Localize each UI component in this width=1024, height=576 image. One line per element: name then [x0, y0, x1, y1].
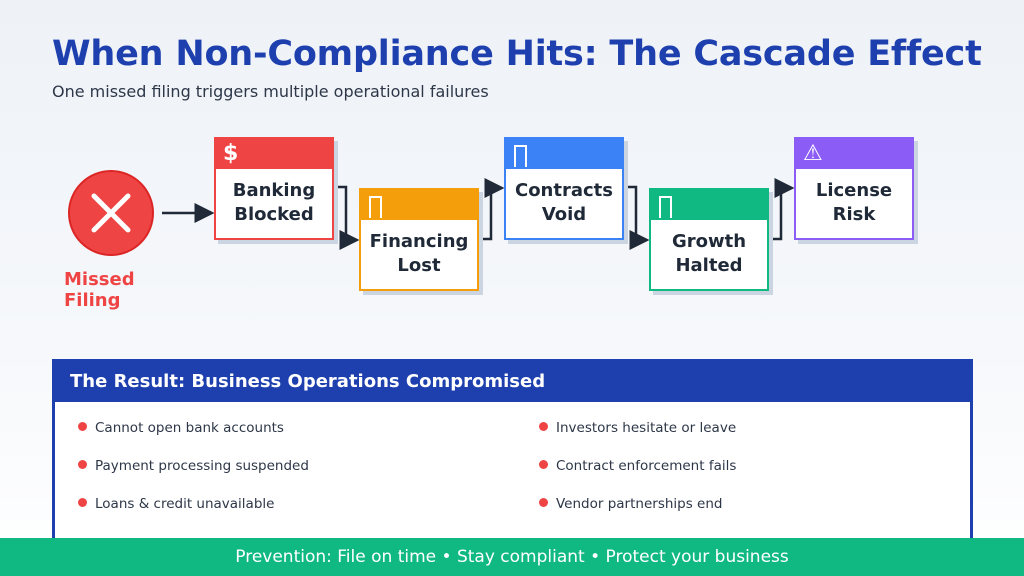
list-item: Contract enforcement fails — [539, 458, 736, 474]
list-item: Payment processing suspended — [78, 458, 309, 474]
step-label: Contracts — [514, 180, 613, 201]
page-title: When Non-Compliance Hits: The Cascade Ef… — [52, 34, 982, 74]
item-text: Payment processing suspended — [95, 458, 309, 474]
list-item: Vendor partnerships end — [539, 496, 722, 512]
dollar-icon: $ — [223, 141, 239, 166]
item-text: Vendor partnerships end — [556, 496, 723, 512]
step-label: Void — [541, 204, 587, 225]
result-panel: The Result: Business Operations Compromi… — [52, 359, 973, 559]
bullet-icon — [539, 460, 548, 469]
step-label: Lost — [397, 255, 441, 276]
step-label: Halted — [675, 255, 743, 276]
arrow-banking-to-financing — [334, 185, 360, 250]
bullet-icon — [78, 460, 87, 469]
item-text: Investors hesitate or leave — [556, 420, 737, 436]
missed-label-line2: Filing — [64, 290, 121, 311]
step-label: Financing — [369, 231, 469, 252]
bullet-icon — [78, 422, 87, 431]
step-label: Risk — [832, 204, 876, 225]
warning-icon: ⚠ — [803, 141, 823, 166]
list-item: Cannot open bank accounts — [78, 420, 284, 436]
bullet-icon — [539, 498, 548, 507]
step-label: Banking — [232, 180, 316, 201]
item-text: Loans & credit unavailable — [95, 496, 275, 512]
missing-glyph-icon — [514, 145, 527, 167]
item-text: Cannot open bank accounts — [95, 420, 284, 436]
footer-banner: Prevention: File on time • Stay complian… — [0, 538, 1024, 576]
arrow-financing-to-contracts — [479, 178, 505, 241]
page-subtitle: One missed filing triggers multiple oper… — [52, 82, 489, 101]
x-icon — [91, 193, 131, 233]
missed-filing-circle — [68, 170, 154, 256]
list-item: Investors hesitate or leave — [539, 420, 736, 436]
step-label: Growth — [671, 231, 747, 252]
list-item: Loans & credit unavailable — [78, 496, 274, 512]
connector-arrows — [162, 178, 795, 250]
arrow-contracts-to-growth — [624, 185, 650, 250]
bullet-icon — [78, 498, 87, 507]
step-label: Blocked — [234, 204, 314, 225]
step-label: License — [815, 180, 893, 201]
missing-glyph-icon — [659, 196, 672, 218]
missed-label-line1: Missed — [64, 269, 135, 290]
result-title: The Result: Business Operations Compromi… — [55, 362, 970, 402]
arrow-growth-to-license — [769, 178, 795, 241]
item-text: Contract enforcement fails — [556, 458, 737, 474]
missing-glyph-icon — [369, 196, 382, 218]
bullet-icon — [539, 422, 548, 431]
